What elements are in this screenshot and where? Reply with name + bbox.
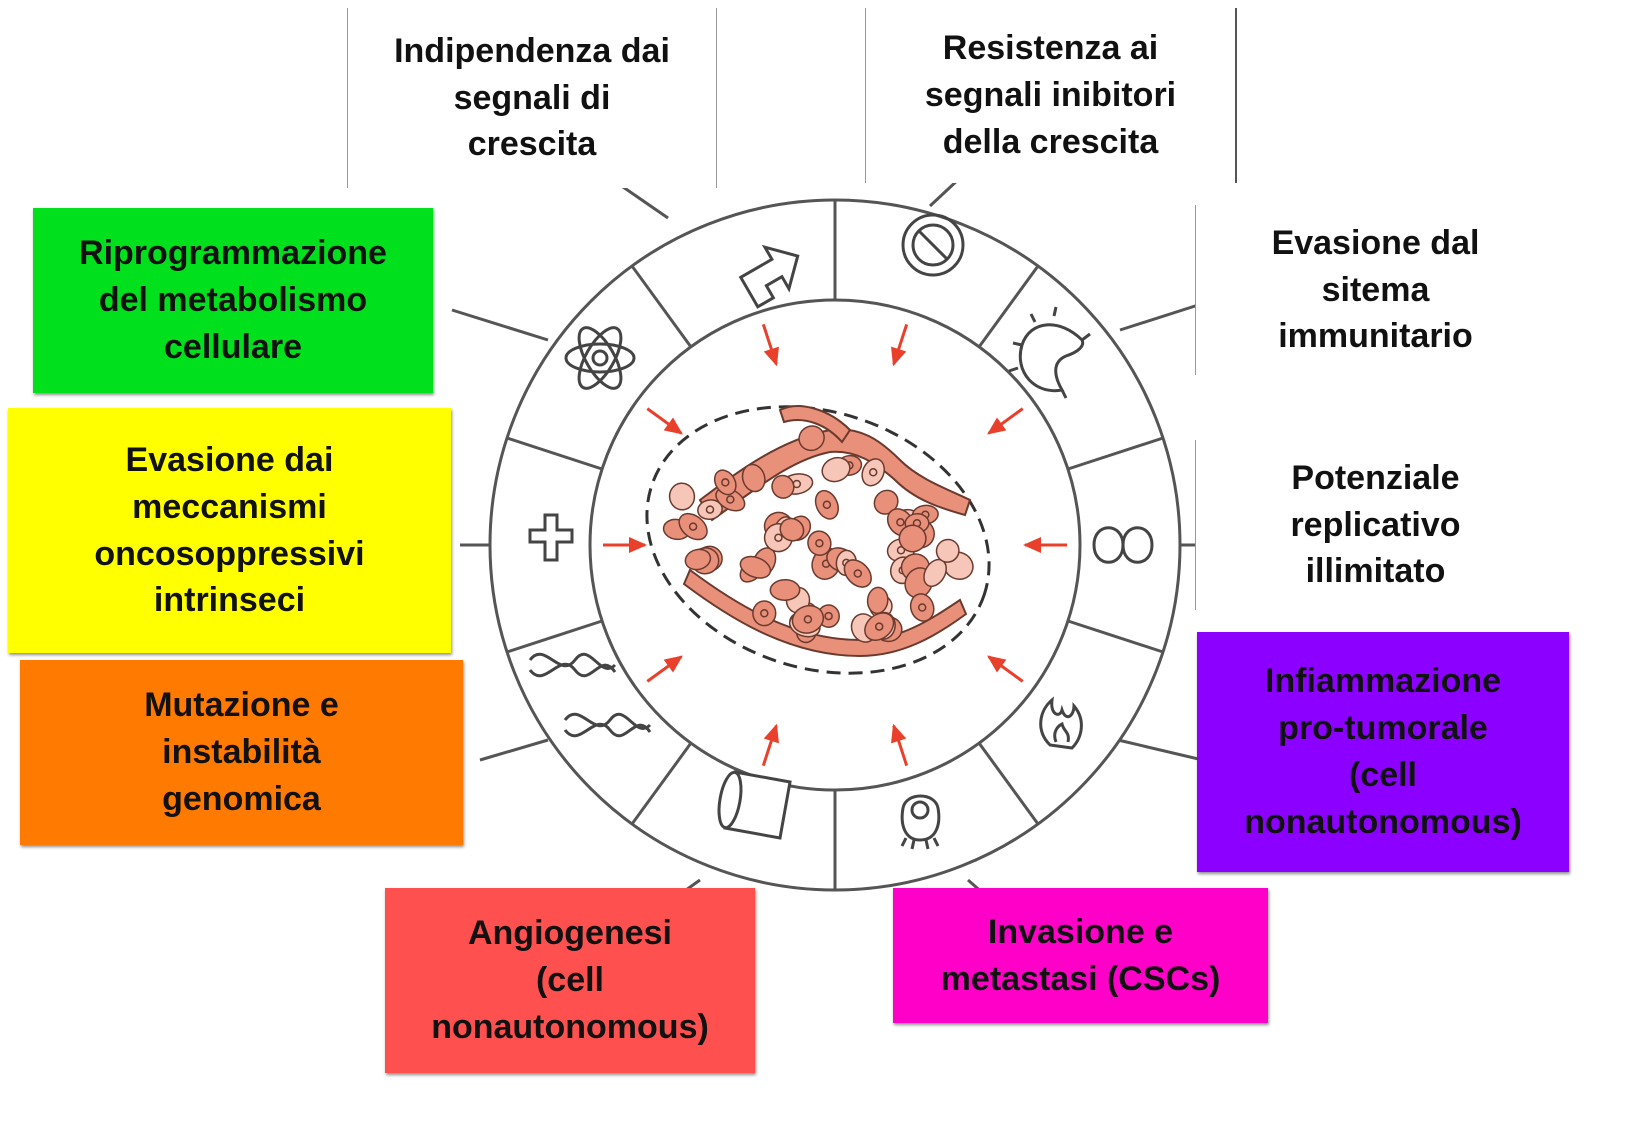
ghost-cell-icon bbox=[900, 794, 941, 850]
tumor-cell-nucleus bbox=[874, 622, 884, 631]
tumor-cell-nucleus bbox=[688, 522, 698, 531]
tumor-cell bbox=[791, 604, 825, 634]
inward-arrow-head bbox=[891, 346, 907, 367]
tumor-cell-nucleus bbox=[853, 569, 863, 578]
hallmark-ring bbox=[488, 198, 1182, 892]
label-invasion: Invasione e metastasi (CSCs) bbox=[893, 888, 1268, 1023]
inward-arrow-head bbox=[629, 537, 647, 553]
tumor-cell bbox=[741, 463, 766, 493]
inward-arrow-head bbox=[1023, 537, 1041, 553]
inward-arrow-head bbox=[891, 723, 907, 744]
tumor-cell bbox=[866, 586, 889, 615]
immune-cell-icon bbox=[1008, 306, 1091, 399]
tumor-cell bbox=[697, 499, 723, 521]
tumor-cell bbox=[935, 538, 960, 563]
dna-icon bbox=[528, 652, 652, 738]
tumor-cell bbox=[864, 612, 895, 641]
inward-arrow-head bbox=[663, 417, 683, 435]
tumor-cell bbox=[713, 469, 737, 496]
tumor-cell bbox=[678, 512, 708, 541]
tumor-cell-nucleus bbox=[760, 609, 769, 618]
inward-arrow-head bbox=[663, 655, 683, 673]
label-replicative-potential: Potenziale replicativo illimitato bbox=[1195, 440, 1555, 610]
inward-arrow-head bbox=[763, 346, 779, 367]
inward-arrow-head bbox=[987, 655, 1007, 673]
inward-arrows bbox=[603, 323, 1067, 767]
tumor-cell-nucleus bbox=[896, 518, 905, 527]
label-growth-signals: Indipendenza dai segnali di crescita bbox=[347, 8, 717, 188]
tumor-cell bbox=[807, 530, 832, 556]
tumor-cell-nucleus bbox=[824, 611, 833, 621]
tumor-cell-nucleus bbox=[721, 478, 730, 487]
tumor-cell bbox=[898, 524, 927, 553]
flame-icon bbox=[1039, 696, 1083, 750]
tumor-cell bbox=[771, 474, 795, 499]
tumor-cell bbox=[684, 548, 712, 571]
tumor-mass bbox=[645, 405, 991, 675]
tumor-cell bbox=[752, 600, 777, 627]
tumor-cell-nucleus bbox=[726, 495, 735, 504]
inward-arrow-head bbox=[987, 417, 1007, 435]
label-immune-evasion: Evasione dal sitema immunitario bbox=[1195, 205, 1555, 375]
arrow-icon bbox=[738, 244, 800, 309]
tumor-cell-nucleus bbox=[705, 505, 715, 514]
tumor-cell bbox=[769, 579, 801, 601]
tumor-cell bbox=[843, 559, 872, 588]
tumor-cell-nucleus bbox=[896, 546, 906, 555]
vessel-icon bbox=[717, 770, 792, 840]
tumor-cells bbox=[662, 425, 974, 644]
label-inflammation: Infiammazione pro-tumorale (cell nonauto… bbox=[1197, 632, 1569, 872]
cross-icon bbox=[528, 513, 574, 562]
label-oncosuppressive: Evasione dai meccanismi oncosoppressivi … bbox=[8, 408, 451, 653]
tumor-cell bbox=[814, 489, 839, 520]
tumor-cell bbox=[909, 593, 935, 622]
no-sign-icon bbox=[901, 213, 965, 277]
tumor-cell bbox=[821, 456, 851, 483]
label-metabolism: Riprogrammazione del metabolismo cellula… bbox=[33, 208, 433, 393]
label-genomic-instability: Mutazione e instabilità genomica bbox=[20, 660, 463, 845]
tumor-cell-nucleus bbox=[815, 538, 824, 548]
tumor-cell bbox=[798, 425, 825, 452]
tumor-cell-nucleus bbox=[803, 615, 813, 624]
label-angiogenesis: Angiogenesi (cell nonautonomous) bbox=[385, 888, 755, 1073]
infinity-icon bbox=[1092, 526, 1154, 564]
tumor-cell bbox=[861, 458, 886, 487]
tumor-cell bbox=[668, 482, 696, 511]
tumor-cell bbox=[739, 555, 772, 579]
inward-arrow-head bbox=[763, 723, 779, 744]
atom-icon bbox=[564, 326, 636, 390]
tumor-cell-nucleus bbox=[822, 500, 832, 510]
tumor-cell-nucleus bbox=[774, 533, 783, 542]
tumor-cell-nucleus bbox=[868, 468, 878, 477]
tumor-cell-nucleus bbox=[917, 603, 927, 612]
label-inhibitory-signals: Resistenza ai segnali inibitori della cr… bbox=[865, 8, 1237, 183]
tumor-cell bbox=[779, 517, 805, 542]
